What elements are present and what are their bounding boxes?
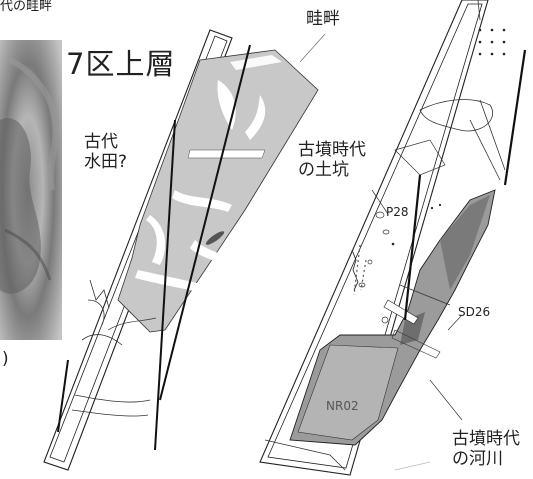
sd26-label: SD26 [458,305,491,319]
ancient-paddy-area [117,49,319,333]
trench-plan-right [259,0,527,476]
trench-title: 7区上層 [66,47,176,81]
photo-caption: 代の畦畔 [0,0,53,14]
trench-7-upper-plan [43,29,319,471]
kofun-river-label: 古墳時代 の河川 [452,429,520,469]
p28-label: P28 [386,205,409,219]
azebe-label: 畦畔 [306,9,340,29]
photo-caption-paren: ) [2,349,9,369]
excavation-photo [0,40,62,340]
ancient-paddy-label: 古代 水田? [84,132,128,172]
kofun-pit-label: 古墳時代 の土坑 [298,140,366,180]
nr02-label: NR02 [326,399,359,413]
